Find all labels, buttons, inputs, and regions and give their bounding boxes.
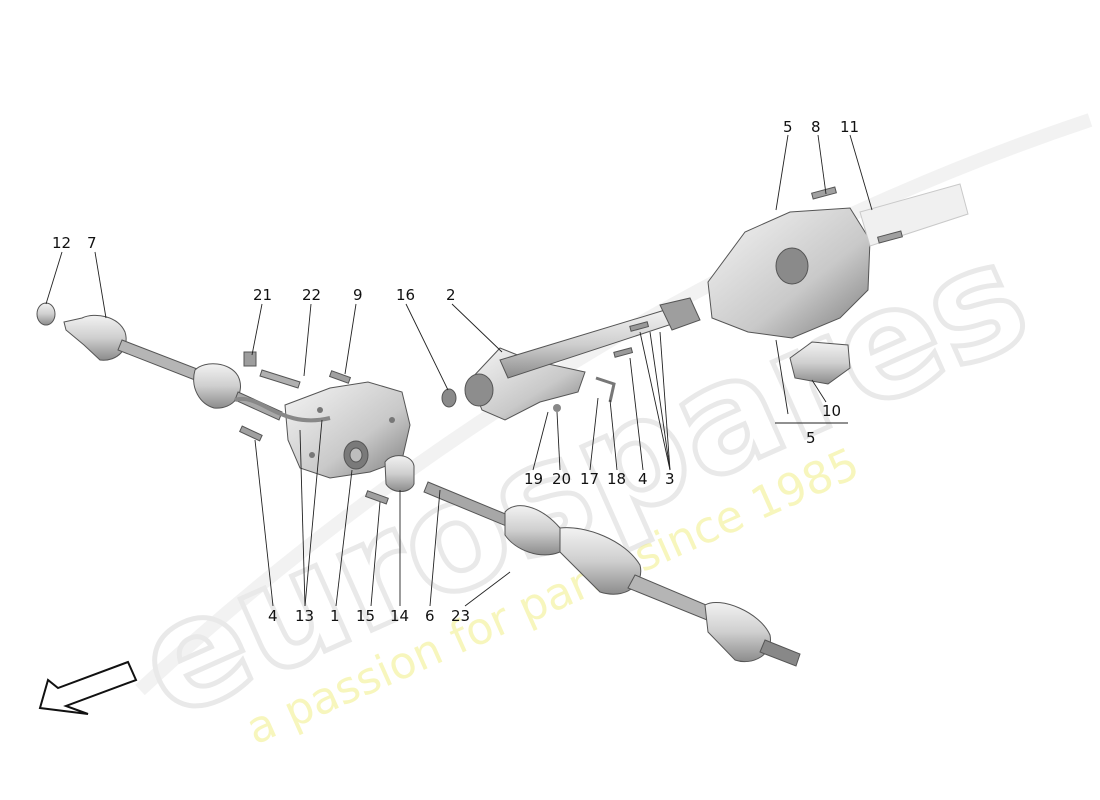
callout-20: 20 [552,470,571,488]
callout-4-mid: 4 [638,470,648,488]
callout-19: 19 [524,470,543,488]
front-direction-arrow-icon [38,660,138,715]
right-stub [759,639,801,667]
support-bearing [464,373,494,407]
left-cv-boot-inner [193,363,241,409]
left-shaft-bar [117,339,206,383]
bolt-9 [328,370,352,384]
callout-12: 12 [52,234,71,252]
right-drive-shaft [423,481,801,667]
intermediate-shaft [464,297,701,421]
bracket-21 [243,351,257,367]
callout-15: 15 [356,607,375,625]
front-differential [284,381,411,479]
callout-10: 10 [822,402,841,420]
support-bracket-2 [469,347,586,421]
transfer-case-flange [775,247,809,285]
bushing-14 [384,455,415,492]
right-cv-boot [559,527,642,595]
bolt-15 [364,490,389,505]
leader-lines [45,134,873,607]
pipe-13 [234,396,331,423]
bolt-11 [877,230,903,244]
shaft-coupling [659,297,701,331]
right-outer-joint [704,601,771,662]
callout-8: 8 [811,118,821,136]
callout-18: 18 [607,470,626,488]
callout-22: 22 [302,286,321,304]
callout-7: 7 [87,234,97,252]
clip-3 [629,321,650,332]
hub-nut [36,302,56,326]
callout-3: 3 [665,470,675,488]
transfer-case [707,183,969,385]
callout-11: 11 [840,118,859,136]
callout-labels: 12 7 21 22 9 16 2 5 8 11 10 5 19 20 17 1… [52,118,859,625]
callout-1: 1 [330,607,340,625]
bracket-22 [259,369,301,389]
callout-5-bottom: 5 [806,429,816,447]
actuator-10 [789,341,851,385]
nut-20 [553,404,561,412]
bolt-8 [811,186,837,200]
seal-ring-16 [441,388,457,408]
brackets-left [234,351,389,505]
right-shaft-bar [627,574,719,623]
callout-2: 2 [446,286,456,304]
callout-17: 17 [580,470,599,488]
diff-output-seal [349,447,363,463]
diff-bolt-a [317,407,323,413]
diff-bolt-c [309,452,315,458]
callout-23: 23 [451,607,470,625]
callout-5-top: 5 [783,118,793,136]
output-shaft-rear [859,183,969,247]
left-shaft-spline [234,391,283,421]
callout-4-left: 4 [268,607,278,625]
callout-21: 21 [253,286,272,304]
diff-bolt-b [389,417,395,423]
bolt-4-left [239,425,263,442]
callout-14: 14 [390,607,409,625]
callout-13: 13 [295,607,314,625]
callout-6: 6 [425,607,435,625]
bracket-17-18 [595,376,616,403]
screw-4-mid [613,347,634,358]
callout-16: 16 [396,286,415,304]
left-cv-boot-outer [63,314,127,361]
callout-9: 9 [353,286,363,304]
